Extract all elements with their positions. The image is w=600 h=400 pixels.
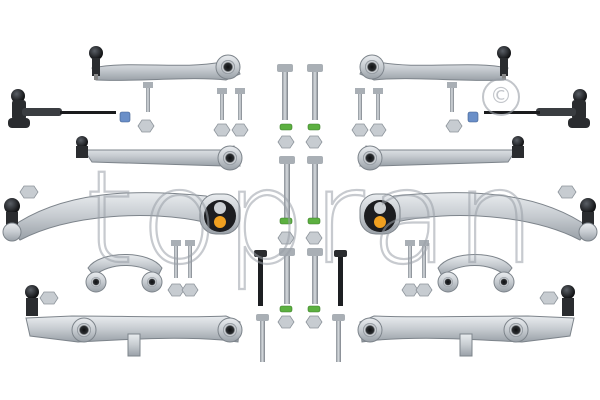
bolt-set-center xyxy=(254,64,347,362)
nut xyxy=(277,231,295,245)
bolt-black xyxy=(254,250,267,306)
washer xyxy=(279,217,293,225)
nut xyxy=(181,283,199,297)
nut xyxy=(415,283,433,297)
bolt-black xyxy=(334,250,347,306)
upper-control-arm-left-middle xyxy=(76,136,243,171)
nut xyxy=(369,123,387,137)
bolt xyxy=(332,314,345,362)
washer xyxy=(279,305,293,313)
nut xyxy=(401,283,419,297)
bolt xyxy=(307,248,323,304)
washer xyxy=(279,123,293,131)
bolt xyxy=(279,156,295,220)
nut xyxy=(167,283,185,297)
bolt xyxy=(307,64,323,120)
copyright-symbol: © xyxy=(482,78,520,116)
lower-control-arm-right xyxy=(357,285,575,357)
washer xyxy=(307,123,321,131)
stabilizer-link-left xyxy=(85,254,163,293)
washer xyxy=(467,111,479,123)
nut-set xyxy=(19,111,577,329)
nut xyxy=(351,123,369,137)
nut xyxy=(277,315,295,329)
tie-rod-end-right xyxy=(484,89,590,128)
nut xyxy=(557,185,577,199)
nut xyxy=(305,231,323,245)
lower-control-arm-left xyxy=(25,285,243,357)
bolt xyxy=(307,156,323,220)
upper-control-arm-right-middle xyxy=(357,136,524,171)
guide-arm-right xyxy=(359,192,598,242)
nut xyxy=(231,123,249,137)
nut xyxy=(305,315,323,329)
tie-rod-end-left xyxy=(8,89,116,128)
bolt xyxy=(279,248,295,304)
nut xyxy=(539,291,559,305)
nut xyxy=(213,123,231,137)
washer xyxy=(307,217,321,225)
bolt xyxy=(277,64,293,120)
nut xyxy=(39,291,59,305)
bolt-set-side xyxy=(143,82,457,278)
washer xyxy=(307,305,321,313)
upper-control-arm-left-top xyxy=(89,46,241,81)
nut xyxy=(19,185,39,199)
guide-arm-left xyxy=(2,192,241,242)
washer xyxy=(119,111,131,123)
nut xyxy=(305,135,323,149)
watermark-brand: topran xyxy=(84,144,542,293)
nut xyxy=(277,135,295,149)
nut xyxy=(445,119,463,133)
stabilizer-link-right xyxy=(437,254,515,293)
upper-control-arm-right-top xyxy=(359,46,511,81)
bolt xyxy=(256,314,269,362)
nut xyxy=(137,119,155,133)
